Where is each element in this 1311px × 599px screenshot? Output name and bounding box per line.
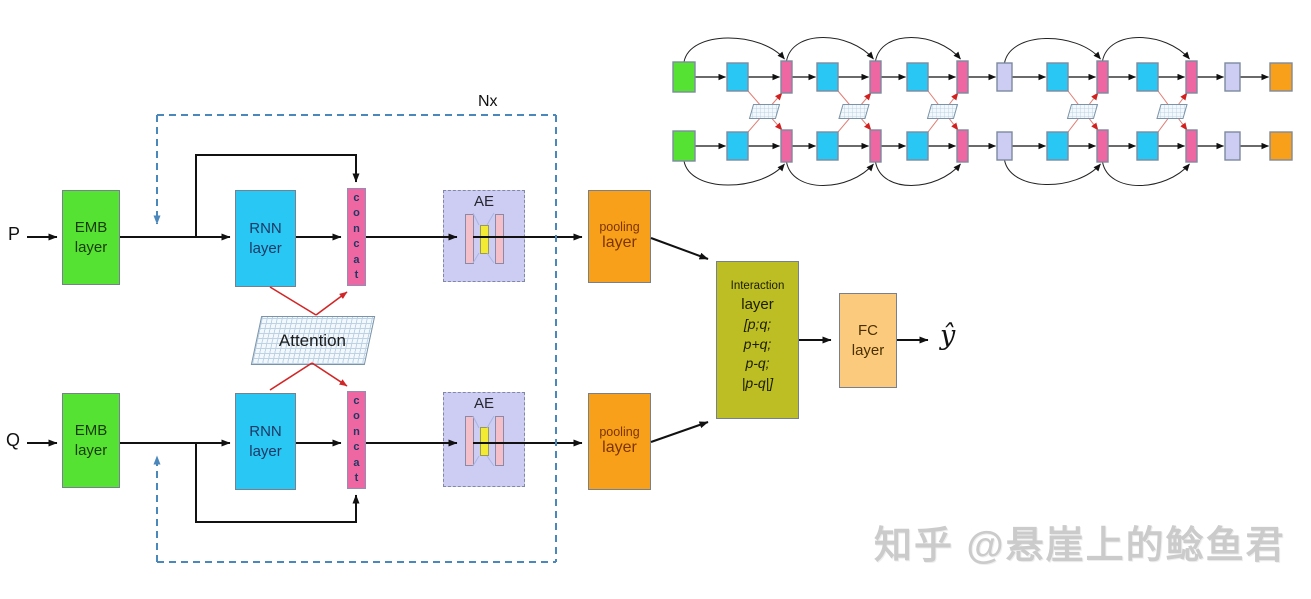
pooling-label-line1: pooling <box>599 425 640 440</box>
mini-attention-line <box>1067 90 1099 131</box>
mini-attention-line <box>837 90 872 131</box>
autoencoder-p: AE <box>443 190 525 282</box>
rnn-layer-q: RNN layer <box>235 393 296 490</box>
mini-attention-parallelogram <box>926 104 959 119</box>
ae-decoder-bar <box>495 214 504 264</box>
pooling-label-line2: layer <box>602 234 637 252</box>
mini-box-concat <box>956 60 969 94</box>
mini-box-rnn <box>816 62 839 92</box>
mini-box-rnn <box>1046 62 1069 92</box>
ae-label-p: AE <box>473 193 494 210</box>
nx-loop-label: Nx <box>478 93 498 110</box>
attention-label: Attention <box>279 330 347 350</box>
mini-attention-line <box>927 92 959 133</box>
mini-attention-line <box>1157 90 1188 131</box>
interaction-line: p-q; <box>745 355 770 372</box>
mini-box-ae <box>1224 131 1241 161</box>
pooling-label-line2: layer <box>602 439 637 457</box>
mini-recurrence-arc <box>875 161 961 186</box>
mini-attention-line <box>1067 92 1099 133</box>
pooling-label-line1: pooling <box>599 220 640 235</box>
interaction-line: p+q; <box>743 335 772 352</box>
mini-box-rnn <box>1136 62 1159 92</box>
mini-box-rnn <box>906 131 929 161</box>
mini-box-ae <box>996 62 1013 92</box>
interaction-line: [p;q; <box>743 316 772 333</box>
interaction-line: Interaction <box>730 280 785 292</box>
pooling-layer-q: pooling layer <box>588 393 651 490</box>
mini-attention-line <box>837 92 872 133</box>
mini-box-ae <box>996 131 1013 161</box>
ae-label-q: AE <box>473 395 494 412</box>
mini-box-concat <box>1185 60 1198 94</box>
mini-box-concat <box>1096 129 1109 163</box>
mini-box-ae <box>1224 62 1241 92</box>
pooling-layer-p: pooling layer <box>588 190 651 283</box>
mini-box-rnn <box>1046 131 1069 161</box>
mini-recurrence-arc <box>875 37 961 62</box>
mini-attention-line <box>747 90 783 131</box>
fc-layer: FC layer <box>839 293 897 388</box>
watermark: 知乎 @悬崖上的鲶鱼君 <box>874 525 1286 567</box>
mini-recurrence-arc <box>1102 161 1190 186</box>
interaction-layer: Interaction layer [p;q; p+q; p-q; |p-q|] <box>716 261 799 419</box>
mini-recurrence-arc <box>1004 159 1101 185</box>
mini-box-concat <box>956 129 969 163</box>
mini-attention-parallelogram <box>1066 104 1099 119</box>
mini-box-rnn <box>906 62 929 92</box>
ae-encoder-bar <box>465 416 474 466</box>
mini-recurrence-arc <box>1004 38 1101 64</box>
concat-p: c o n c a t <box>347 188 366 286</box>
mini-attention-line <box>927 90 959 131</box>
interaction-line: layer <box>741 296 774 314</box>
mini-box-concat <box>780 129 793 163</box>
mini-box-concat <box>780 60 793 94</box>
ae-bottleneck-bar <box>480 427 489 456</box>
mini-attention-line <box>747 92 783 133</box>
mini-recurrence-arc <box>1102 37 1190 62</box>
mini-box-rnn <box>726 131 749 161</box>
interaction-line: |p-q|] <box>741 374 774 391</box>
mini-box-concat <box>1096 60 1109 94</box>
mini-box-pooling <box>1269 62 1293 92</box>
ae-encoder-bar <box>465 214 474 264</box>
attention-parallelogram: Attention <box>250 316 376 365</box>
mini-recurrence-arc <box>683 160 785 186</box>
mini-recurrence-arc <box>683 37 785 63</box>
rnn-layer-p: RNN layer <box>235 190 296 287</box>
ae-bottleneck-bar <box>480 225 489 254</box>
input-q-label: Q <box>6 430 21 450</box>
ae-decoder-bar <box>495 416 504 466</box>
mini-box-rnn <box>816 131 839 161</box>
output-yhat-label: ŷ <box>940 320 956 351</box>
mini-box-rnn <box>726 62 749 92</box>
mini-box-concat <box>869 60 882 94</box>
mini-box-input <box>672 130 696 162</box>
mini-attention-line <box>1157 92 1188 133</box>
mini-attention-parallelogram <box>748 104 781 119</box>
mini-recurrence-arc <box>786 37 874 62</box>
input-p-label: P <box>8 224 21 244</box>
mini-attention-parallelogram <box>838 104 870 119</box>
emb-layer-q: EMB layer <box>62 393 120 488</box>
mini-recurrence-arc <box>786 161 874 186</box>
mini-attention-parallelogram <box>1156 104 1188 119</box>
mini-box-pooling <box>1269 131 1293 161</box>
mini-box-input <box>672 61 696 93</box>
mini-box-concat <box>869 129 882 163</box>
mini-box-concat <box>1185 129 1198 163</box>
autoencoder-q: AE <box>443 392 525 487</box>
mini-box-rnn <box>1136 131 1159 161</box>
concat-q: c o n c a t <box>347 391 366 489</box>
emb-layer-p: EMB layer <box>62 190 120 285</box>
